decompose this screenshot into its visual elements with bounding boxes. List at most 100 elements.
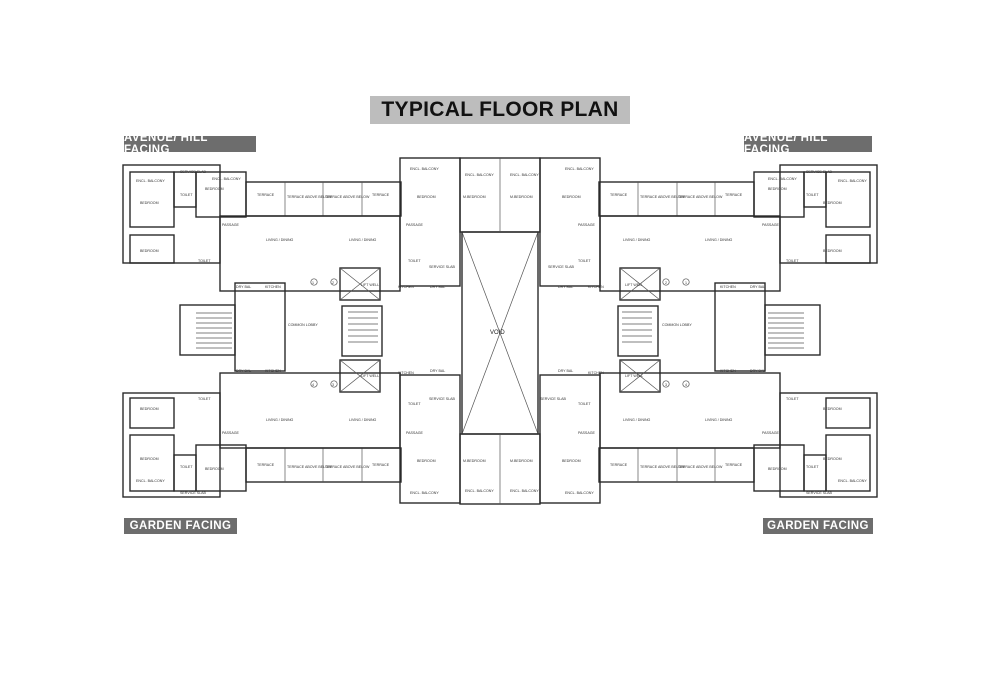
encl-balcony-label: ENCL. BALCONY <box>136 179 165 183</box>
lift-label: LIFT WELL <box>361 374 379 378</box>
kitchen-service-left <box>234 282 286 372</box>
encl-balcony-label: ENCL. BALCONY <box>410 167 439 171</box>
bedroom-label: BEDROOM <box>417 195 436 199</box>
service-slab-label: SERVICE SLAB <box>540 397 567 401</box>
living-block-top <box>219 215 401 292</box>
terrace-label: TERRACE <box>610 193 628 197</box>
toilet-label: TOILET <box>408 259 421 263</box>
encl-balcony-label: ENCL. BALCONY <box>510 173 539 177</box>
terrace-label: TERRACE <box>257 193 275 197</box>
kitchen-label: KITCHEN <box>588 371 604 375</box>
dry-bal-label: DRY BAL <box>558 285 573 289</box>
m-bedroom-label: M.BEDROOM <box>510 195 533 199</box>
unit-number: 1 <box>312 281 314 285</box>
encl-balcony-label: ENCL. BALCONY <box>838 179 867 183</box>
service-slab-label: SERVICE SLAB <box>180 491 207 495</box>
toilet-label: TOILET <box>198 397 211 401</box>
unit-number: 2 <box>665 281 667 285</box>
terrace-label: TERRACE <box>372 193 390 197</box>
terrace-above-label: TERRACE ABOVE BELOW <box>287 195 332 199</box>
bedroom-label: BEDROOM <box>562 459 581 463</box>
lift-left-bottom <box>339 359 381 393</box>
encl-balcony-label: ENCL. BALCONY <box>565 167 594 171</box>
terrace-above-label: TERRACE ABOVE BELOW <box>678 195 723 199</box>
plan-left-half <box>122 157 461 504</box>
core-bottom-left <box>399 374 461 504</box>
dry-bal-label: DRY BAL <box>430 369 445 373</box>
bedroom-label: BEDROOM <box>205 187 224 191</box>
passage-label: PASSAGE <box>762 431 780 435</box>
kitchen-label: KITCHEN <box>720 285 736 289</box>
bedroom-label: BEDROOM <box>140 249 159 253</box>
terrace-label: TERRACE <box>610 463 628 467</box>
encl-balcony-label: ENCL. BALCONY <box>465 489 494 493</box>
terrace-above-label: TERRACE ABOVE BELOW <box>640 195 685 199</box>
bedroom-label: BEDROOM <box>823 201 842 205</box>
dry-bal-label: DRY BAL <box>558 369 573 373</box>
living-dining-label: LIVING / DINING <box>266 238 294 242</box>
toilet-label: TOILET <box>786 397 799 401</box>
kitchen-label: KITCHEN <box>265 285 281 289</box>
living-dining-label: LIVING / DINING <box>266 418 294 422</box>
page-title: TYPICAL FLOOR PLAN <box>370 96 630 124</box>
dry-bal-label: DRY BAL <box>750 285 765 289</box>
m-bedroom-label: M.BEDROOM <box>510 459 533 463</box>
encl-balcony-label: ENCL. BALCONY <box>510 489 539 493</box>
toilet-label: TOILET <box>180 193 193 197</box>
room-block <box>129 397 175 429</box>
encl-balcony-label: ENCL. BALCONY <box>465 173 494 177</box>
unit-number: 4 <box>312 383 314 387</box>
toilet-label: TOILET <box>408 402 421 406</box>
living-dining-label: LIVING / DINING <box>349 418 377 422</box>
toilet-label: TOILET <box>578 402 591 406</box>
terrace-above-label: TERRACE ABOVE BELOW <box>640 465 685 469</box>
encl-balcony-label: ENCL. BALCONY <box>565 491 594 495</box>
unit-number: 4 <box>685 383 687 387</box>
facing-label-top-left: AVENUE/ HILL FACING <box>124 132 256 156</box>
toilet-label: TOILET <box>180 465 193 469</box>
terrace-above-label: TERRACE ABOVE BELOW <box>678 465 723 469</box>
lobby-label-right: COMMON LOBBY <box>662 323 692 327</box>
service-slab-label: SERVICE SLAB <box>429 265 456 269</box>
room-block <box>173 454 197 492</box>
living-dining-label: LIVING / DINING <box>623 418 651 422</box>
kitchen-label: KITCHEN <box>588 285 604 289</box>
encl-balcony-label: ENCL. BALCONY <box>838 479 867 483</box>
room-block <box>173 171 197 208</box>
passage-label: PASSAGE <box>762 223 780 227</box>
facing-label-bottom-left: GARDEN FACING <box>124 518 237 534</box>
unit-number: 2 <box>332 281 334 285</box>
unit-number: 1 <box>685 281 687 285</box>
service-slab-label: SERVICE SLAB <box>548 265 575 269</box>
bedroom-label: BEDROOM <box>768 467 787 471</box>
service-slab-label: SERVICE SLAB <box>429 397 456 401</box>
terrace-above-label: TERRACE ABOVE BELOW <box>325 465 370 469</box>
encl-balcony-label: ENCL. BALCONY <box>136 479 165 483</box>
encl-balcony-label: ENCL. BALCONY <box>212 177 241 181</box>
m-bedroom-label: M.BEDROOM <box>463 195 486 199</box>
toilet-label: TOILET <box>578 259 591 263</box>
dry-bal-label: DRY BAL <box>430 285 445 289</box>
bedroom-label: BEDROOM <box>562 195 581 199</box>
m-bedroom-label: M.BEDROOM <box>463 459 486 463</box>
living-dining-label: LIVING / DINING <box>349 238 377 242</box>
living-dining-label: LIVING / DINING <box>705 238 733 242</box>
encl-balcony-label: ENCL. BALCONY <box>768 177 797 181</box>
living-dining-label: LIVING / DINING <box>705 418 733 422</box>
service-slab-label: SERVICE SLAB <box>180 170 207 174</box>
bedroom-label: BEDROOM <box>140 201 159 205</box>
bedroom-label: BEDROOM <box>140 457 159 461</box>
bedroom-label: BEDROOM <box>823 249 842 253</box>
kitchen-label: KITCHEN <box>398 371 414 375</box>
living-dining-label: LIVING / DINING <box>623 238 651 242</box>
room-block <box>129 234 175 264</box>
stair-left <box>179 304 236 356</box>
passage-label: PASSAGE <box>578 223 596 227</box>
kitchen-label: KITCHEN <box>265 369 281 373</box>
dry-bal-label: DRY BAL <box>236 369 251 373</box>
dry-bal-label: DRY BAL <box>236 285 251 289</box>
bedroom-label: BEDROOM <box>823 457 842 461</box>
toilet-label: TOILET <box>198 259 211 263</box>
lift-label: LIFT WELL <box>361 283 379 287</box>
